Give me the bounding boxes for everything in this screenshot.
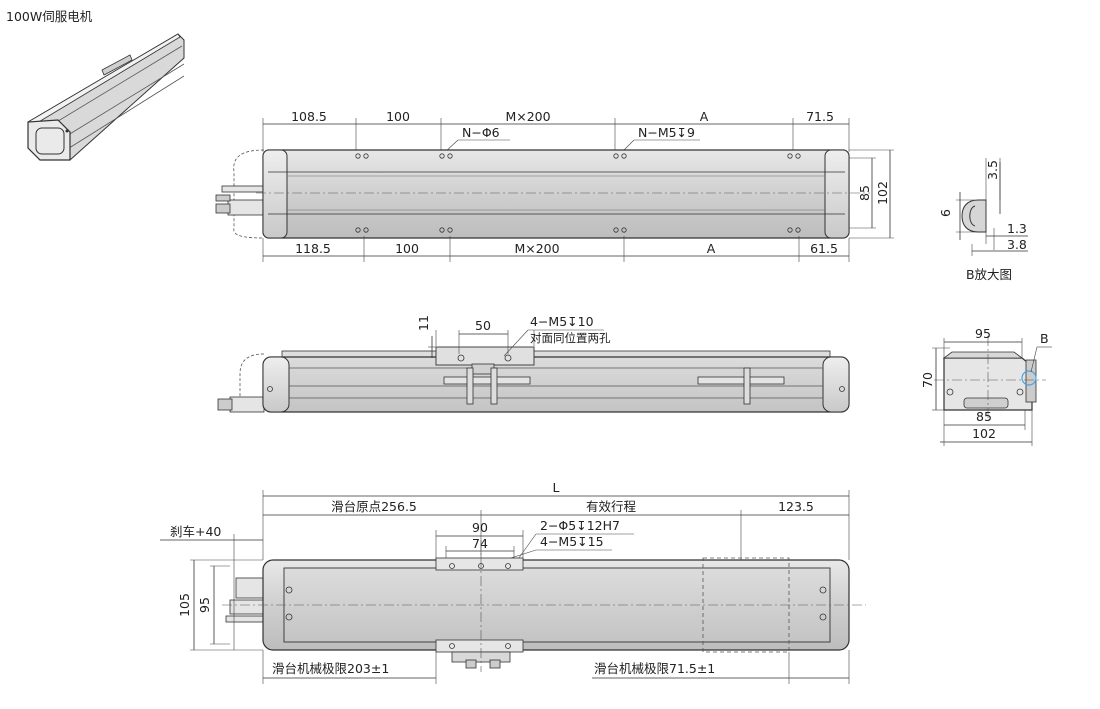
page-title: 100W伺服电机 bbox=[6, 9, 93, 24]
detail-caption: B放大图 bbox=[966, 267, 1012, 282]
bottom-stroke: 有效行程 bbox=[586, 499, 637, 514]
detail-dim-1: 3.5 bbox=[985, 160, 1000, 180]
detail-dim-2: 6 bbox=[938, 209, 953, 217]
callout-left: N−Φ6 bbox=[462, 125, 500, 140]
dim-bottom-2: 100 bbox=[395, 241, 419, 256]
dim-bottom-1: 118.5 bbox=[295, 241, 331, 256]
top-view: 108.5 100 M×200 A 71.5 N−Φ6 N−M5↧9 bbox=[215, 109, 894, 262]
end-dim-85: 85 bbox=[976, 409, 992, 424]
bottom-dim-95: 95 bbox=[197, 597, 212, 613]
bottom-dim-105: 105 bbox=[177, 593, 192, 617]
side-dim-11: 11 bbox=[416, 315, 431, 331]
detail-dim-3: 1.3 bbox=[1007, 221, 1027, 236]
dim-bottom-5: 61.5 bbox=[810, 241, 838, 256]
bottom-brake: 刹车+40 bbox=[170, 524, 221, 539]
end-view: 95 70 85 102 B bbox=[920, 326, 1052, 446]
dim-top-5: 71.5 bbox=[806, 109, 834, 124]
bottom-dim-123-5: 123.5 bbox=[778, 499, 814, 514]
isometric-thumbnail bbox=[27, 33, 185, 161]
dim-top-3: M×200 bbox=[505, 109, 550, 124]
dim-bottom-3: M×200 bbox=[514, 241, 559, 256]
dim-height-102: 102 bbox=[875, 181, 890, 205]
dim-top-2: 100 bbox=[386, 109, 410, 124]
side-view: 50 11 4−M5↧10 对面同位置两孔 bbox=[217, 314, 850, 413]
dim-top-4: A bbox=[700, 109, 709, 124]
bottom-dim-74: 74 bbox=[472, 536, 488, 551]
bottom-dim-90: 90 bbox=[472, 520, 488, 535]
end-dim-102: 102 bbox=[972, 426, 996, 441]
end-dim-95: 95 bbox=[975, 326, 991, 341]
end-dim-70: 70 bbox=[920, 372, 935, 388]
bottom-view: L 滑台原点256.5 有效行程 123.5 刹车+40 90 74 2−Φ5↧… bbox=[160, 480, 866, 684]
bottom-dim-l: L bbox=[553, 480, 560, 495]
side-note-2: 对面同位置两孔 bbox=[530, 331, 611, 345]
detail-b: 3.5 6 1.3 3.8 B放大图 bbox=[938, 158, 1028, 282]
callout-right: N−M5↧9 bbox=[638, 125, 695, 140]
side-dim-50: 50 bbox=[475, 318, 491, 333]
detail-dim-4: 3.8 bbox=[1007, 237, 1027, 252]
bottom-origin: 滑台原点256.5 bbox=[331, 499, 417, 514]
dim-top-1: 108.5 bbox=[291, 109, 327, 124]
end-label-b: B bbox=[1040, 331, 1049, 346]
dim-bottom-4: A bbox=[707, 241, 716, 256]
side-note-1: 4−M5↧10 bbox=[530, 314, 594, 329]
bottom-limit-right: 滑台机械极限71.5±1 bbox=[594, 661, 715, 676]
bottom-limit-left: 滑台机械极限203±1 bbox=[272, 661, 389, 676]
dim-height-85: 85 bbox=[857, 185, 872, 201]
bottom-note-2: 4−M5↧15 bbox=[540, 534, 604, 549]
bottom-note-1: 2−Φ5↧12H7 bbox=[540, 518, 620, 533]
